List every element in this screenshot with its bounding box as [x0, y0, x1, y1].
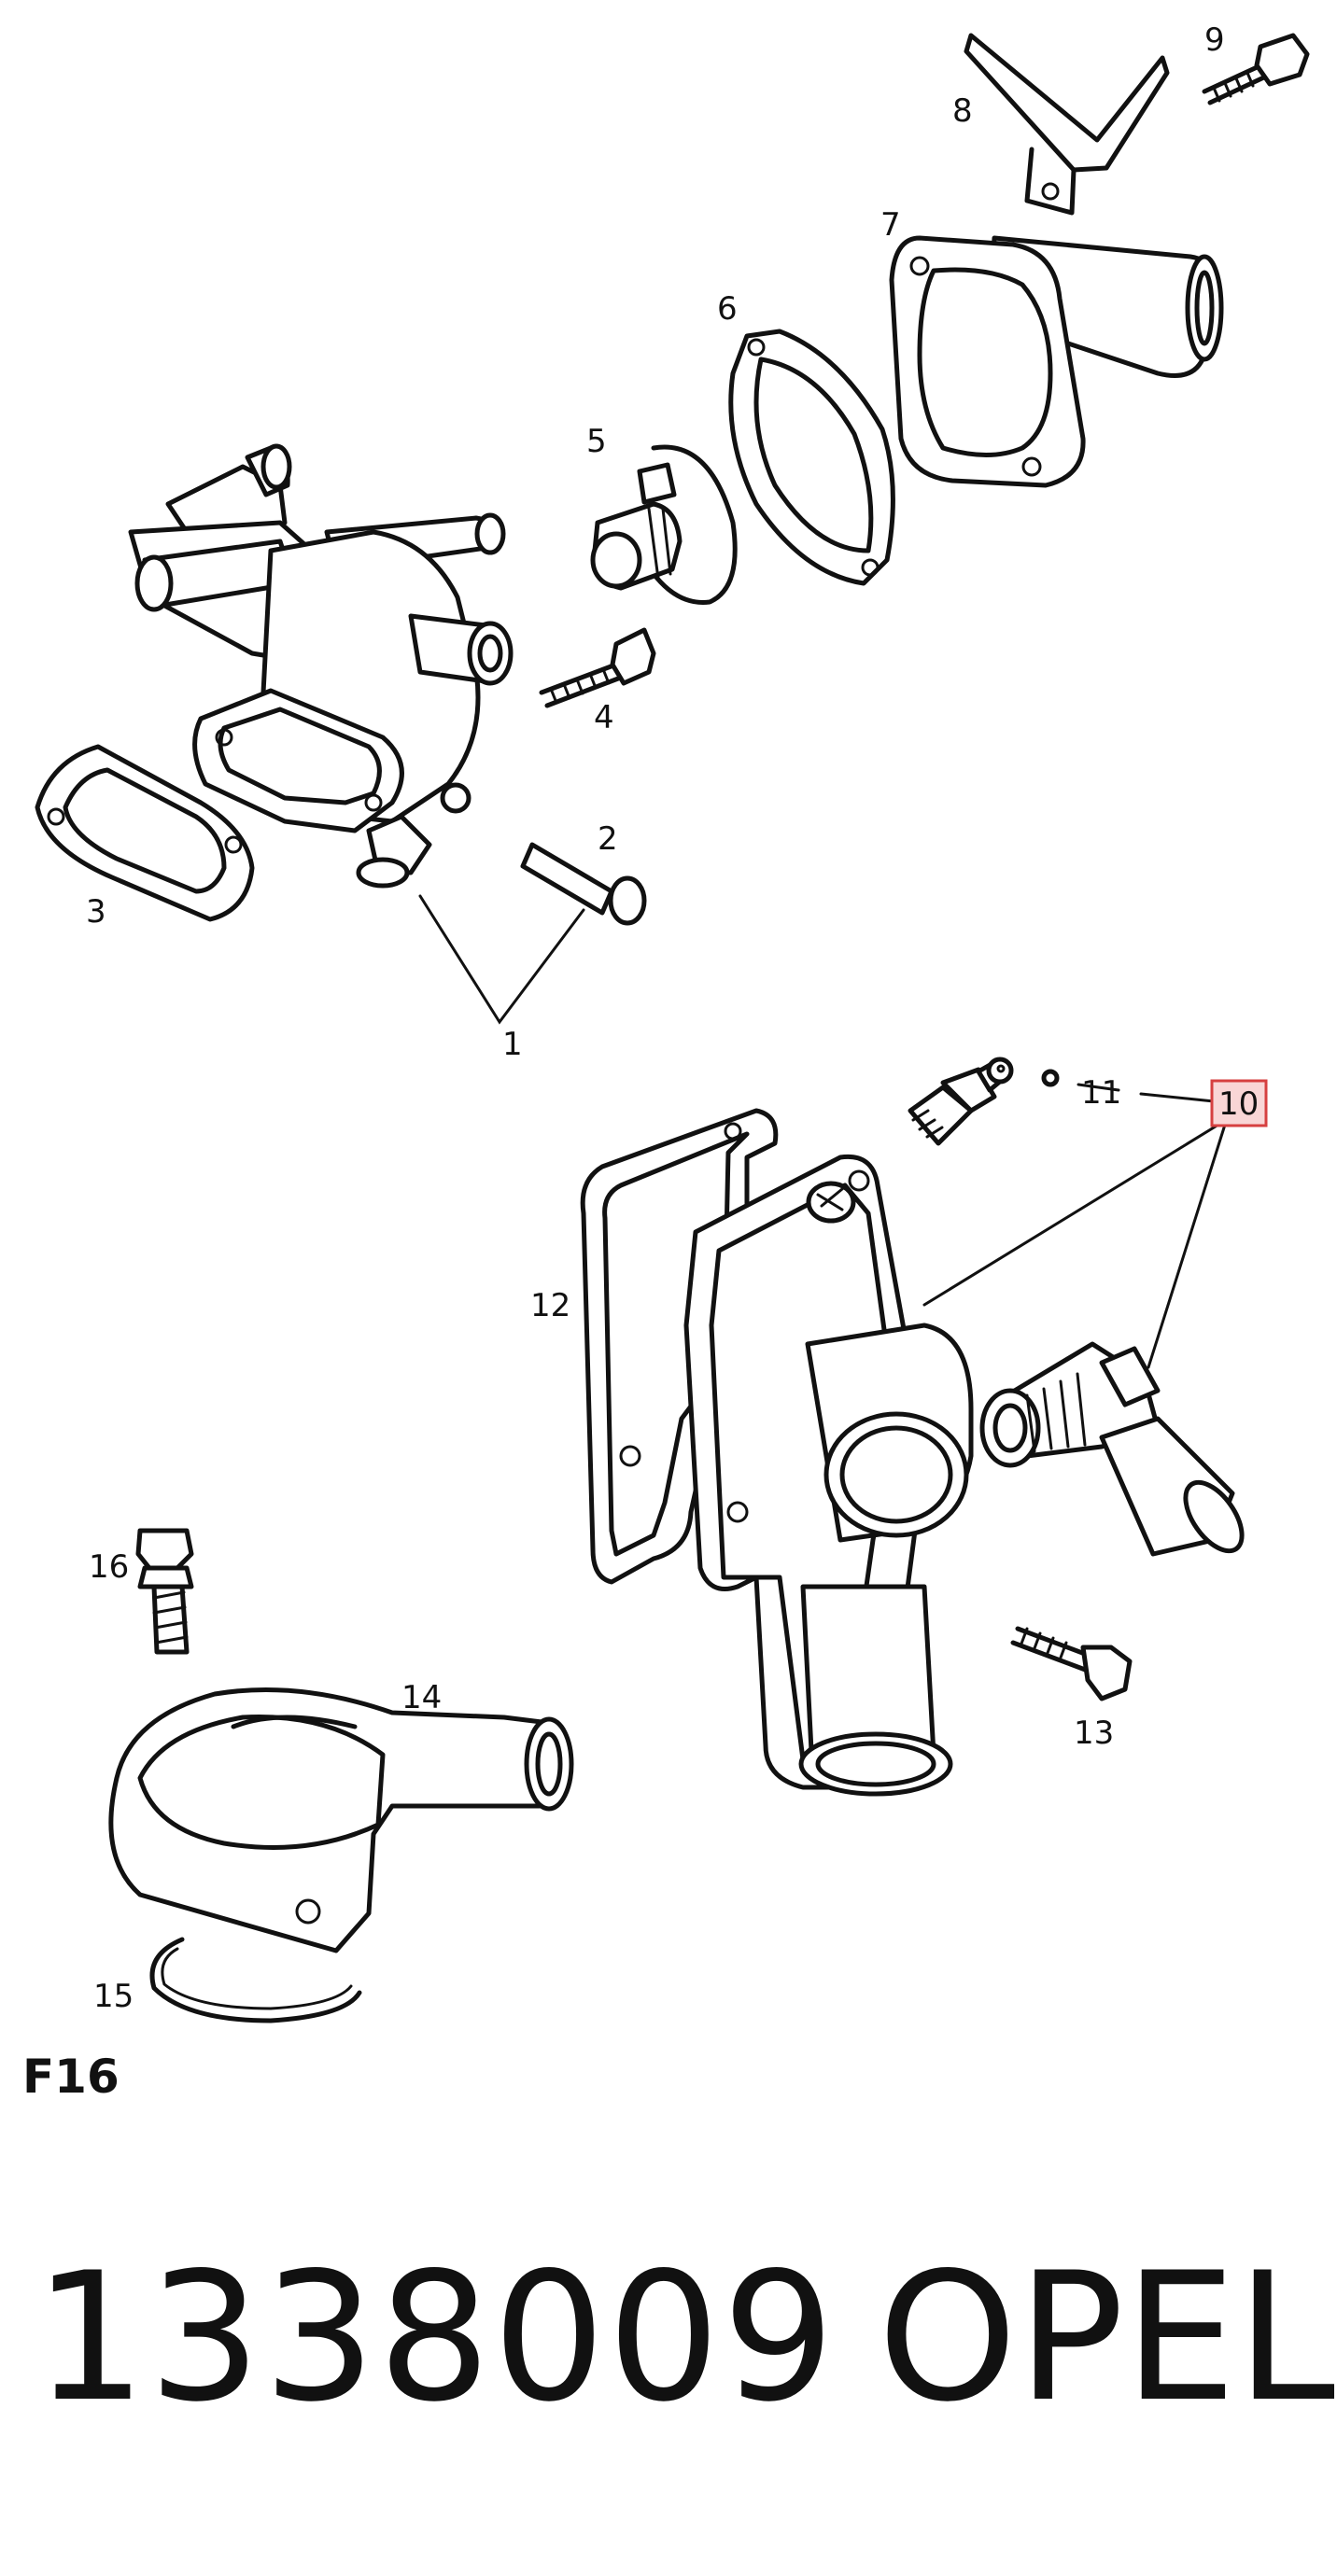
callout-1: 1	[502, 1026, 523, 1063]
bolt-part-4	[539, 627, 656, 708]
sensor-part-11	[908, 1057, 1060, 1146]
gasket-part-3	[35, 744, 255, 922]
bolt-part-16	[135, 1528, 194, 1655]
callout-6: 6	[717, 290, 738, 328]
callout-15: 15	[93, 1978, 134, 2015]
callout-7: 7	[880, 206, 901, 244]
callout-14: 14	[401, 1679, 442, 1716]
figure-code: F16	[22, 2050, 120, 2104]
callout-9: 9	[1204, 21, 1225, 59]
callout-5: 5	[586, 423, 607, 460]
callout-10: 10	[1218, 1085, 1259, 1123]
thermostat-housing-part-10	[683, 1154, 974, 1797]
bolt-part-9	[1202, 33, 1310, 105]
thermostat-part-5	[590, 444, 738, 605]
callout-8: 8	[952, 92, 973, 130]
bolt-part-13	[1010, 1626, 1133, 1701]
housing-cover-part-7	[889, 235, 1224, 488]
highlight-box-callout-10	[1210, 1079, 1268, 1127]
callout-13: 13	[1074, 1715, 1114, 1752]
callout-16: 16	[89, 1548, 129, 1586]
outlet-housing-part-14	[108, 1687, 574, 1953]
elbow-connector-part-10	[979, 1341, 1245, 1557]
callout-12: 12	[530, 1287, 570, 1324]
callout-4: 4	[594, 699, 614, 736]
o-ring-part-15	[149, 1937, 362, 2023]
callout-3: 3	[86, 893, 106, 931]
callout-2: 2	[598, 820, 618, 858]
callout-11: 11	[1081, 1074, 1121, 1112]
bracket-part-8	[964, 33, 1170, 216]
gasket-part-6	[728, 329, 895, 586]
brand-name: OPEL	[878, 2234, 1336, 2441]
bolt-part-2	[520, 842, 647, 926]
part-number: 1338009	[34, 2234, 837, 2441]
water-housing-part-1	[128, 443, 514, 889]
